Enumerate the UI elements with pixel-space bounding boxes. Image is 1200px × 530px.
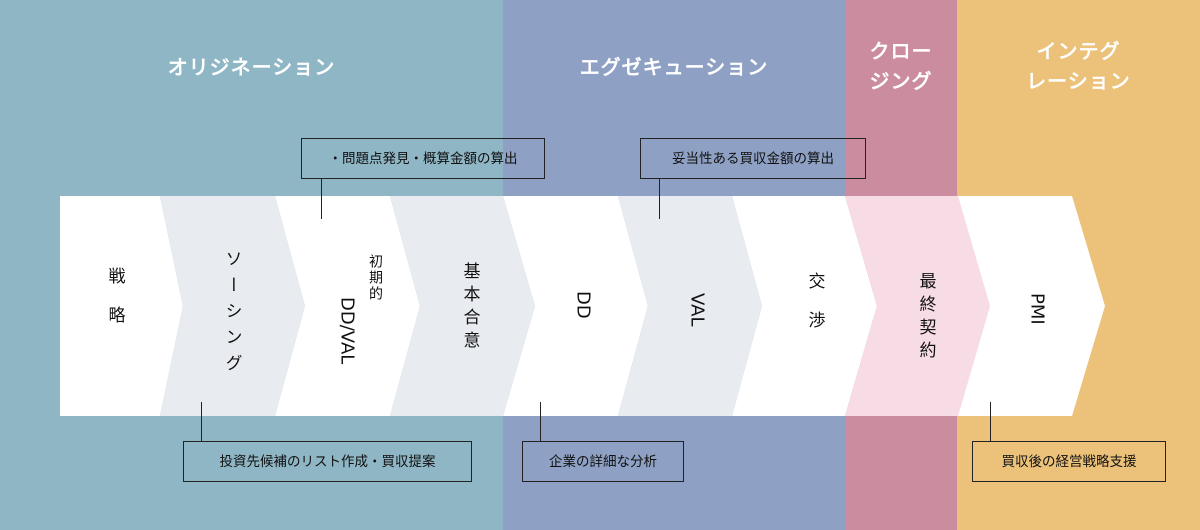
connector-pmi (990, 402, 991, 442)
chevron-strategy (60, 196, 183, 416)
step-label-val: VAL (686, 293, 708, 327)
phase-title-execution: エグゼキューション (579, 55, 769, 79)
chevron-dd (503, 196, 648, 416)
step-label-sourcing: ソーシング (221, 250, 242, 380)
chevron-val (618, 196, 762, 416)
connector-initial-dd-val (321, 179, 322, 219)
chevron-pmi (958, 196, 1105, 416)
step-label-pmi: PMI (1026, 293, 1048, 325)
chevron-sourcing (160, 196, 305, 416)
phase-title-closing-line1: クロー (869, 39, 933, 63)
note-pmi: 買収後の経営戦略支援 (972, 441, 1166, 482)
chevron-basic-agreement (390, 196, 535, 416)
connector-val (659, 179, 660, 219)
chevron-negotiation (732, 196, 877, 416)
step-label-negotiation: 交渉 (804, 272, 825, 350)
step-label-basic-agreement: 基本合意 (459, 262, 480, 354)
note-val: 妥当性ある買収金額の算出 (640, 138, 866, 179)
phase-title-closing-line2: ジング (869, 69, 933, 93)
phase-title-origination: オリジネーション (167, 55, 336, 79)
note-dd: 企業の詳細な分析 (522, 441, 684, 482)
step-label-final-contract: 最終契約 (915, 272, 936, 364)
note-sourcing: 投資先候補のリスト作成・買収提案 (183, 441, 472, 482)
phase-title-integration-line1: インテグ (1036, 39, 1121, 63)
step-label-initial-top: 初期的 (367, 254, 383, 302)
step-label-strategy: 戦略 (104, 267, 125, 345)
step-label-dd: DD (572, 291, 594, 319)
chevron-initial-dd (275, 196, 420, 416)
chevron-final-contract (845, 196, 990, 416)
note-initial-dd-val: ・問題点発見・概算金額の算出 (301, 138, 545, 179)
step-label-initial-dd-val: DD/VAL (336, 297, 358, 365)
connector-dd (540, 402, 541, 442)
phase-title-integration-line2: レーション (1026, 69, 1131, 93)
connector-sourcing (201, 402, 202, 442)
